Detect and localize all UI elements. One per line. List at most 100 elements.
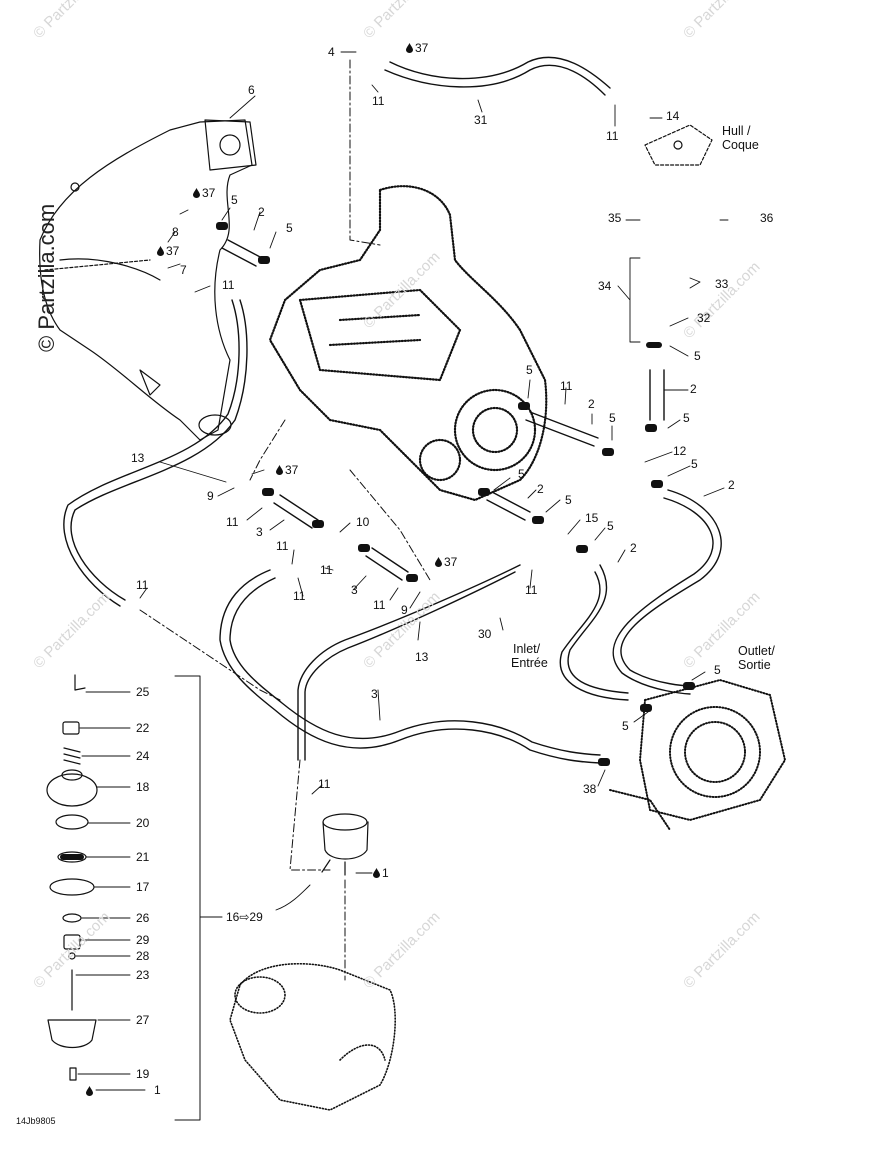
callout-5: 5 [683,411,690,425]
callout-1: 1 [154,1083,161,1097]
routing-lines [139,59,431,981]
oil-drop-icon [193,188,200,198]
callout-number: 37 [415,41,429,55]
callout-5: 5 [607,519,614,533]
callout-24: 24 [136,749,150,763]
oil-drop-icon [276,465,283,475]
callout-17: 17 [136,880,150,894]
callout-28: 28 [136,949,150,963]
callout-23: 23 [136,968,150,982]
callout-3: 3 [351,583,358,597]
callout-5: 5 [518,467,525,481]
leader-lines [75,51,729,1091]
note-coque: Coque [722,138,759,152]
callout-5: 5 [565,493,572,507]
callout-26: 26 [136,911,150,925]
callout-2: 2 [690,382,697,396]
callout-5: 5 [286,221,293,235]
callout-32: 32 [697,311,711,325]
oil-drop-icon [373,868,380,878]
callout-37: 37 [435,556,457,568]
callout-31: 31 [474,113,488,127]
callout-11: 11 [136,578,149,592]
oil-drop-icon [435,557,442,567]
callout-3: 3 [256,525,263,539]
callout-8: 8 [172,225,179,239]
callout-37: 37 [193,187,215,199]
callout-1: 1 [373,867,389,879]
callout-11: 11 [226,515,239,529]
muffler [229,962,396,1111]
oil-drop-icon [157,246,164,256]
callout-11: 11 [560,379,573,393]
callout-21: 21 [136,850,150,864]
callout-18: 18 [136,780,150,794]
oil-drop-icon [406,43,413,53]
callout-25: 25 [136,685,150,699]
hull-bracket [644,124,713,166]
callout-2: 2 [258,205,265,219]
fuel-filter [321,813,369,876]
callout-11: 11 [318,777,331,791]
callout-11: 11 [372,94,385,108]
callout-36: 36 [760,211,774,225]
jet-pump-housing [609,679,786,831]
callout-1 [86,1085,95,1097]
callout-11: 11 [320,563,333,577]
callout-38: 38 [583,782,597,796]
engine-block [268,185,548,502]
callout-2: 2 [537,482,544,496]
oil-drop-icon [86,1086,93,1096]
callout-27: 27 [136,1013,150,1027]
callout-11: 11 [373,598,386,612]
callout-14: 14 [666,109,680,123]
note-inlet: Inlet/ [513,642,541,656]
callout-number: 37 [285,463,299,477]
callout-16-29: 16⇨29 [226,910,263,924]
callout-11: 11 [276,539,289,553]
callout-2: 2 [630,541,637,555]
note-entree: Entrée [511,656,548,670]
note-outlet: Outlet/ [738,644,775,658]
callout-5: 5 [622,719,629,733]
callout-7: 7 [180,263,187,277]
callout-33: 33 [715,277,729,291]
note-sortie: Sortie [738,658,771,672]
watermark-main: © Partzilla.com [34,203,59,352]
exhaust-manifold [39,119,257,441]
callout-37: 37 [157,245,179,257]
valve-stack [46,674,98,1081]
callout-5: 5 [694,349,701,363]
callout-15: 15 [585,511,599,525]
callout-number: 37 [202,186,216,200]
callout-number: 1 [382,866,389,880]
callout-5: 5 [526,363,533,377]
callout-20: 20 [136,816,150,830]
callout-2: 2 [588,397,595,411]
callout-3: 3 [371,687,378,701]
callout-13: 13 [415,650,429,664]
callout-11: 11 [606,129,619,143]
diagram-code: 14Jb9805 [16,1116,56,1126]
callout-2: 2 [728,478,735,492]
callout-9: 9 [401,603,408,617]
callout-11: 11 [222,278,235,292]
callout-34: 34 [598,279,612,293]
note-hull: Hull / [722,124,751,138]
callout-13: 13 [131,451,145,465]
callout-5: 5 [714,663,721,677]
callout-35: 35 [608,211,622,225]
callout-number: 37 [166,244,180,258]
callout-4: 4 [328,45,335,59]
callout-5: 5 [609,411,616,425]
callout-29: 29 [136,933,150,947]
callout-9: 9 [207,489,214,503]
callout-6: 6 [248,83,255,97]
kit-bracket [174,675,223,1121]
callout-12: 12 [673,444,687,458]
callout-19: 19 [136,1067,150,1081]
hose-clamps [60,222,695,860]
callout-37: 37 [406,42,428,54]
